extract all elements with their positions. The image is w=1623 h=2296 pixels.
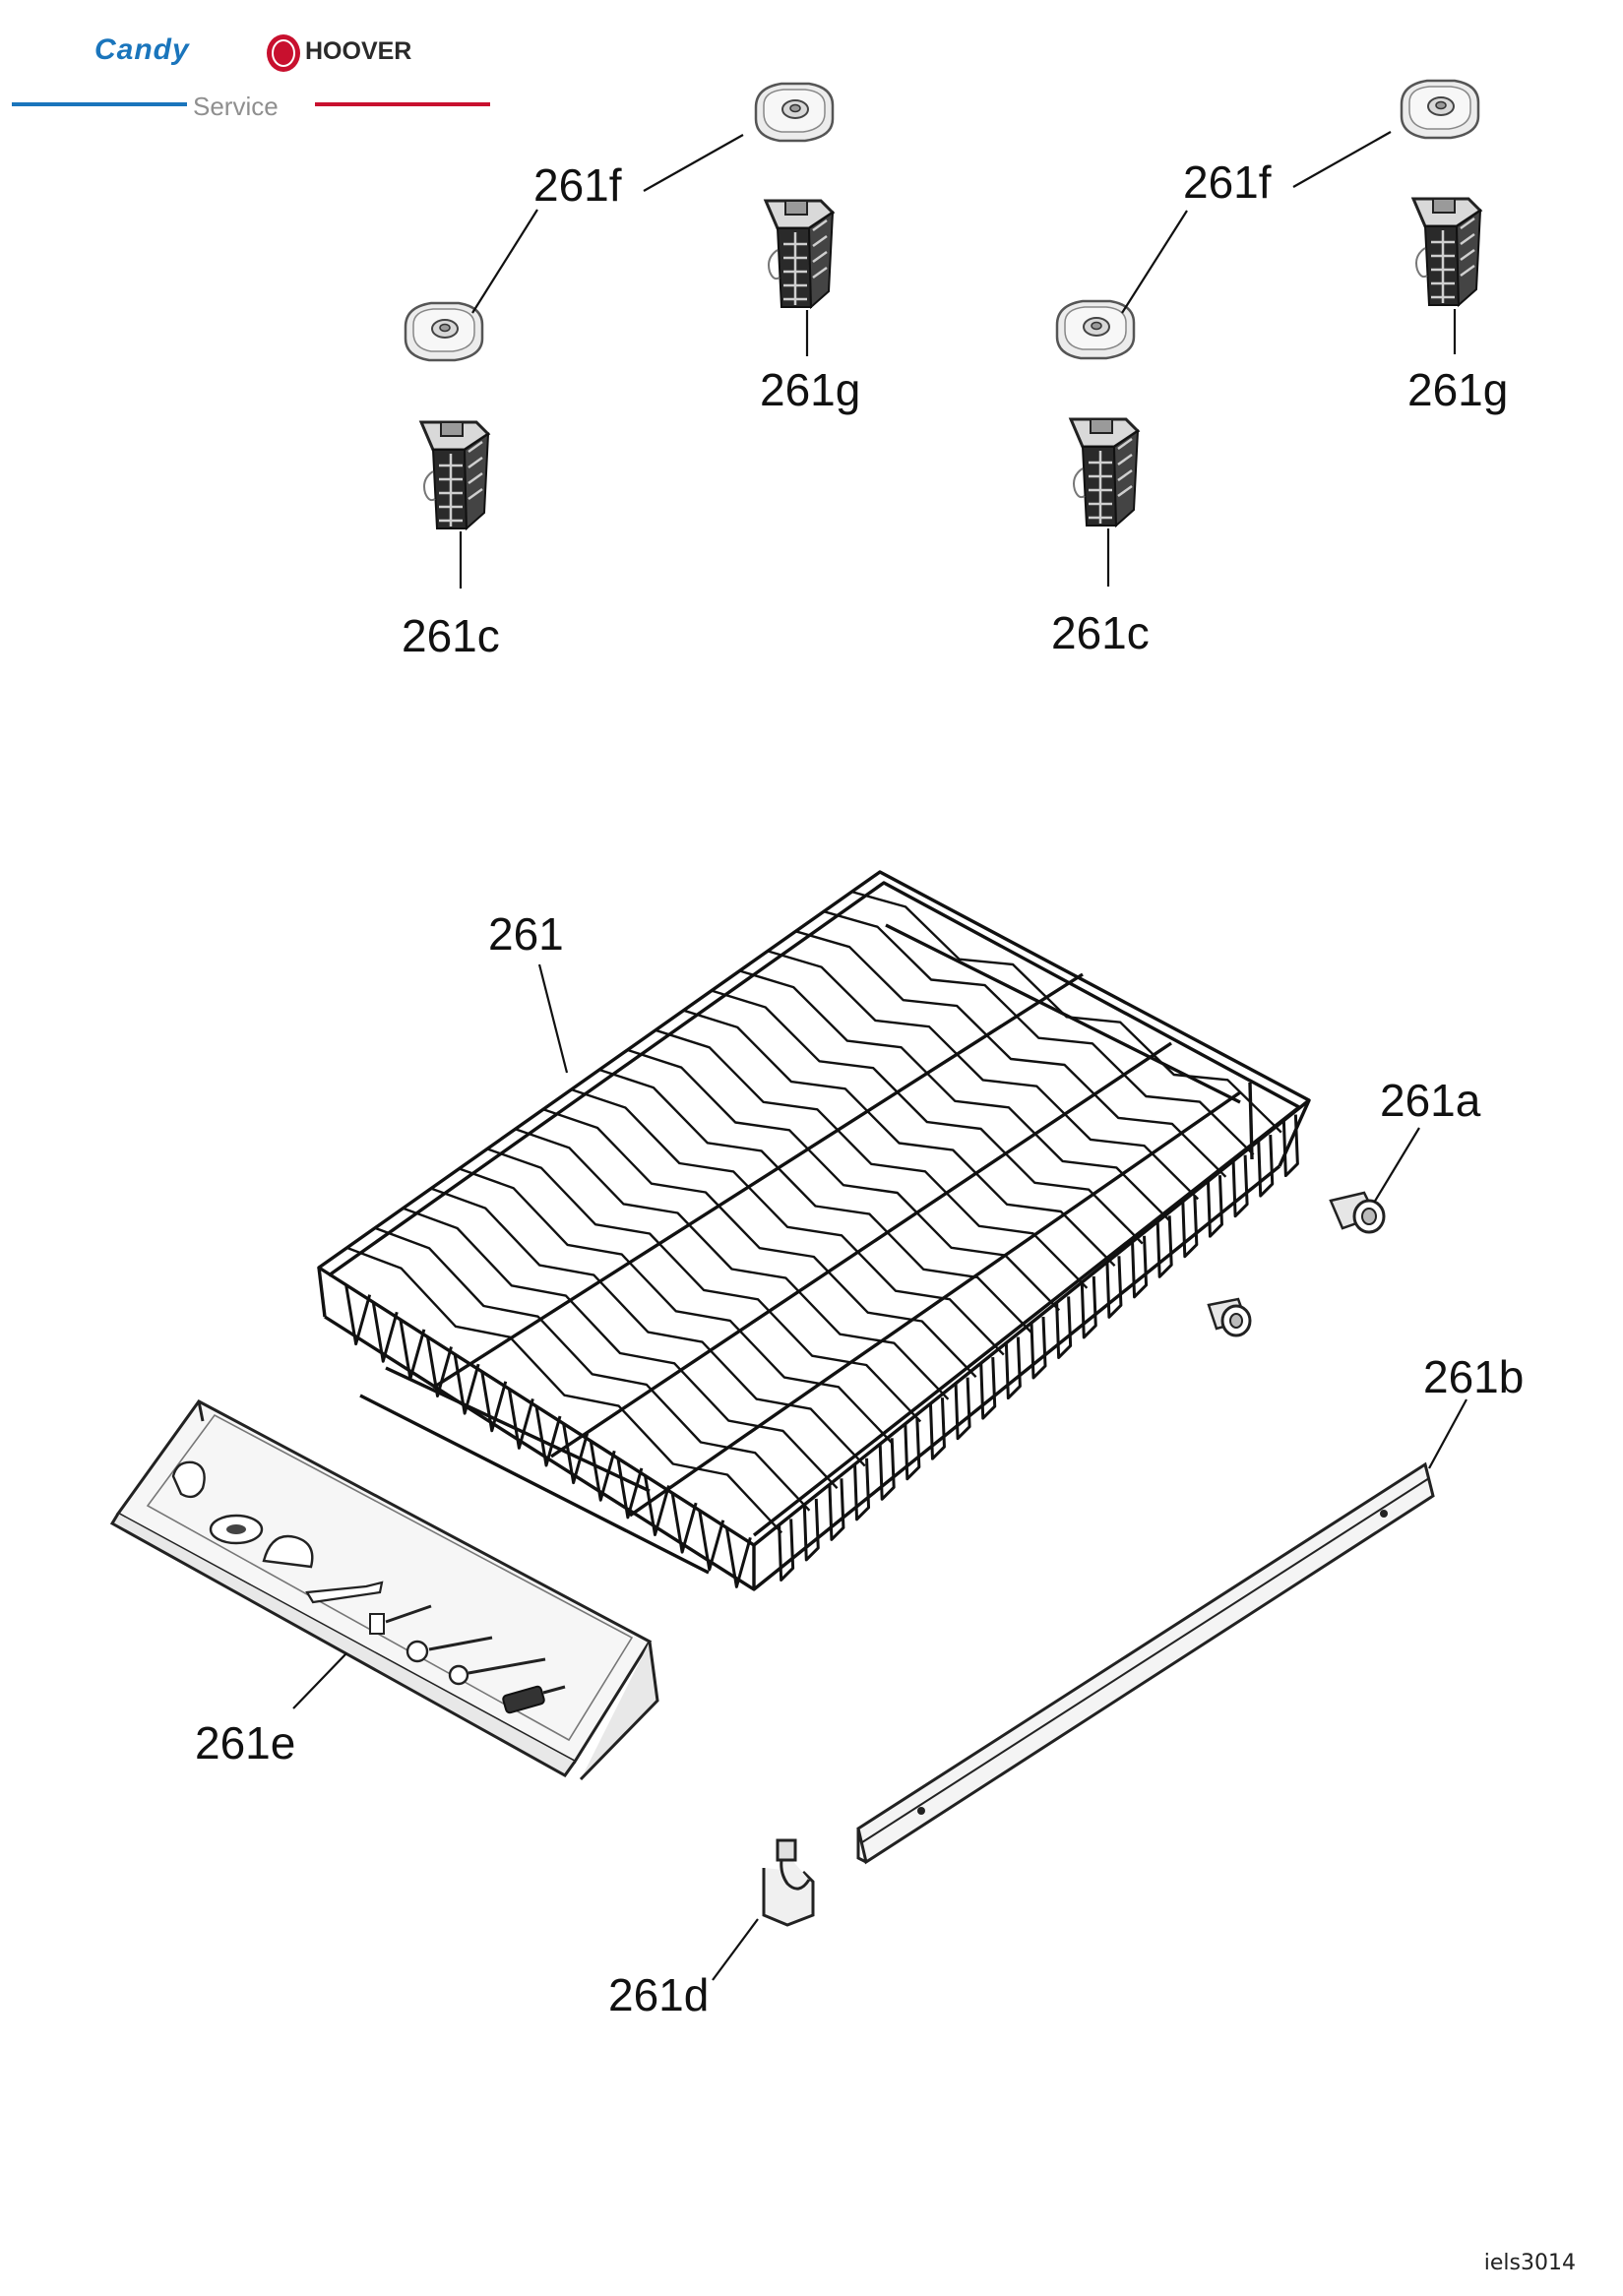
wire-cross <box>430 1187 866 1467</box>
wire-tine <box>507 1389 534 1450</box>
wire-tine <box>1206 1175 1223 1238</box>
wire-cross <box>486 1148 922 1423</box>
wire-tine <box>904 1417 921 1481</box>
wire-tine <box>644 1475 670 1536</box>
wire-tine <box>1131 1235 1149 1299</box>
hook-261d <box>762 1838 815 1927</box>
wire-tine <box>480 1371 508 1433</box>
wire-cross <box>767 950 1200 1201</box>
label-261f-left: 261f <box>533 159 622 211</box>
wire-tine <box>1004 1336 1022 1400</box>
wire-tine <box>1030 1316 1047 1380</box>
wire-tine <box>453 1353 480 1415</box>
label-261c-left: 261c <box>402 610 500 661</box>
leader-lines-left <box>459 134 809 589</box>
wire-cross <box>739 969 1171 1222</box>
wire-cross <box>571 1087 1005 1356</box>
wire-cross <box>374 1226 811 1512</box>
service-logo-text: Service <box>193 92 279 121</box>
wire-cross <box>627 1048 1061 1312</box>
wire-tine <box>724 1527 752 1588</box>
wire-tine <box>1231 1154 1249 1218</box>
label-261e: 261e <box>195 1717 296 1769</box>
wire-tine <box>1257 1135 1275 1198</box>
wire-cross <box>683 1009 1116 1268</box>
service-bar <box>12 102 490 106</box>
leader-lines-right <box>1106 131 1457 587</box>
clip-261g-right <box>1411 197 1482 307</box>
label-261g-right: 261g <box>1407 364 1509 415</box>
wire-cross <box>515 1128 950 1400</box>
wire-cross <box>542 1108 977 1379</box>
wire-cross <box>598 1068 1032 1334</box>
knob-261a-right <box>1329 1191 1386 1234</box>
label-261a: 261a <box>1380 1075 1481 1126</box>
wire-cross <box>655 1028 1089 1289</box>
pad-261f-lower-left <box>404 301 484 362</box>
diagram-code: iels3014 <box>1483 2251 1576 2275</box>
wire-cross <box>823 910 1255 1156</box>
wire-cross <box>459 1167 894 1445</box>
pad-261f-lower-right <box>1055 299 1136 360</box>
leader-lines-lower <box>292 963 1467 1981</box>
wire-tine <box>562 1423 590 1485</box>
wire-tine <box>1080 1275 1097 1339</box>
clip-261c-right <box>1069 417 1140 527</box>
wire-tine <box>979 1357 997 1420</box>
wire-tine <box>878 1438 896 1501</box>
wire-tine <box>1155 1215 1173 1278</box>
pad-261f-top-left <box>754 82 835 143</box>
label-261f-right: 261f <box>1183 156 1272 208</box>
wire-cross <box>346 1246 783 1534</box>
label-261: 261 <box>488 908 564 960</box>
knob-261a-left <box>1207 1297 1252 1337</box>
hoover-logo: HOOVER <box>305 37 412 65</box>
wire-tine <box>670 1492 698 1554</box>
wire-tine <box>534 1405 562 1467</box>
wire-tine <box>1055 1296 1073 1359</box>
wire-tine <box>802 1498 820 1562</box>
clip-261g-left <box>764 199 835 309</box>
wire-tine <box>371 1302 399 1363</box>
wire-tine <box>828 1478 845 1541</box>
label-261c-right: 261c <box>1051 607 1150 658</box>
wire-tine <box>778 1519 795 1582</box>
wire-tine <box>399 1319 426 1381</box>
basket-tines <box>344 890 1299 1588</box>
clip-261c-left <box>419 420 490 530</box>
pad-261f-top-right <box>1400 79 1480 140</box>
hoover-badge-icon <box>267 34 300 72</box>
wire-tine <box>1105 1256 1123 1319</box>
wire-tine <box>698 1510 725 1572</box>
candy-logo: Candy <box>94 33 190 66</box>
wire-cross <box>711 989 1144 1245</box>
wire-cross <box>403 1207 839 1490</box>
front-panel-261e <box>109 1399 659 1781</box>
label-261d: 261d <box>608 1969 710 2020</box>
wire-tine <box>954 1377 971 1441</box>
wire-tine <box>1181 1195 1199 1259</box>
wire-tine <box>1281 1114 1299 1178</box>
wire-cross <box>851 890 1282 1134</box>
label-261b: 261b <box>1423 1351 1525 1402</box>
wire-tine <box>616 1458 644 1520</box>
label-261g-left: 261g <box>760 364 861 415</box>
wire-tine <box>344 1284 372 1346</box>
rail-261b <box>856 1461 1435 1865</box>
wire-tine <box>928 1397 946 1460</box>
wire-cross <box>795 930 1227 1178</box>
wire-tine <box>853 1458 871 1521</box>
wire-tine <box>589 1441 616 1502</box>
wire-tine <box>426 1336 453 1397</box>
